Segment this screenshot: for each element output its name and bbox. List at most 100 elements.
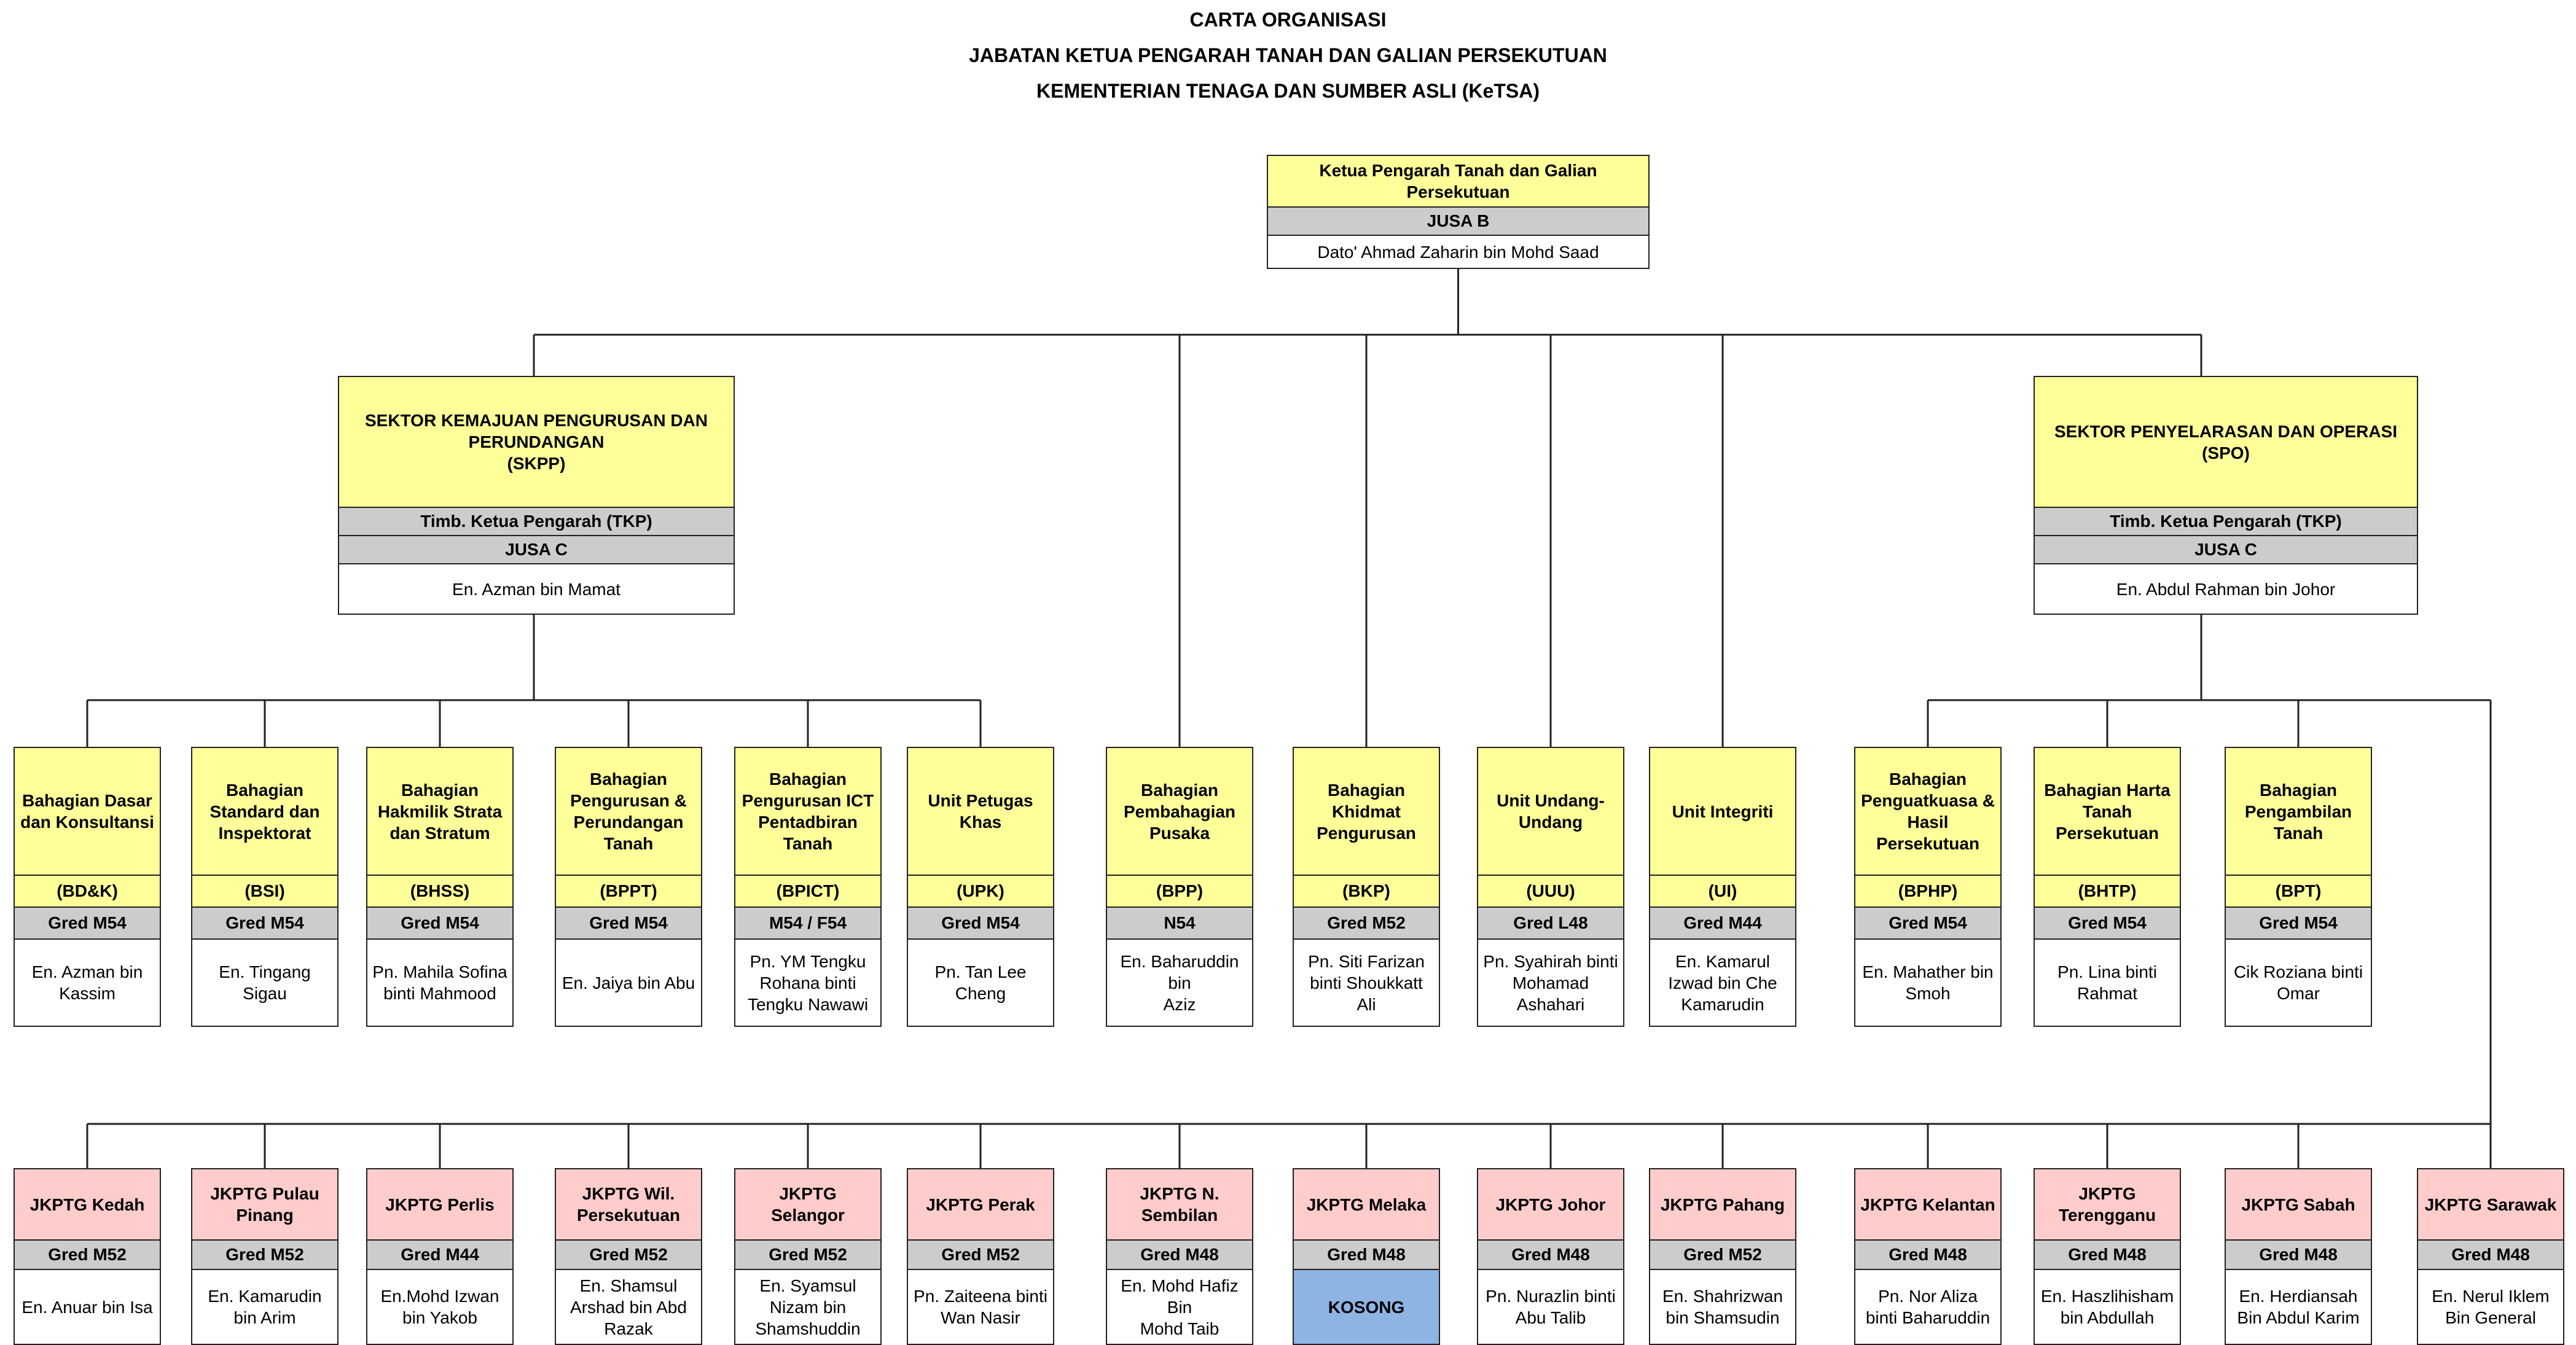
division-officer-name: En. Azman bin Kassim [15,940,160,1026]
division-title: Unit Integriti [1650,748,1795,876]
state-office-title: JKPTG Perlis [367,1169,512,1241]
division-code: (BPT) [2226,876,2371,908]
division-code: (UPK) [908,876,1053,908]
division-code: (UUU) [1478,876,1623,908]
division-title: Bahagian Pengambilan Tanah [2226,748,2371,876]
state-office-officer-name: En. Haszlihisham bin Abdullah [2035,1270,2180,1344]
state-office-title: JKPTG Kedah [15,1169,160,1241]
department-title: JABATAN KETUA PENGARAH TANAH DAN GALIAN … [969,44,1607,66]
division-code: (BPPT) [556,876,701,908]
division-box-8: Bahagian Khidmat Pengurusan(BKP)Gred M52… [1293,747,1440,1027]
state-office-officer-name: En. Shahrizwan bin Shamsudin [1650,1270,1795,1344]
state-office-grade: Gred M48 [1855,1241,2000,1270]
state-office-officer-name: Pn. Nor Aliza binti Baharuddin [1855,1270,2000,1344]
division-code: (UI) [1650,876,1795,908]
division-title: Bahagian Hakmilik Strata dan Stratum [367,748,512,876]
division-grade: Gred M54 [192,908,337,940]
division-grade: Gred M54 [15,908,160,940]
state-office-grade: Gred M48 [2226,1241,2371,1270]
division-title: Bahagian Harta Tanah Persekutuan [2035,748,2180,876]
director-general-box: Ketua Pengarah Tanah dan Galian Persekut… [1267,155,1650,269]
division-title: Bahagian Pengurusan ICT Pentadbiran Tana… [735,748,880,876]
state-office-grade: Gred M52 [1650,1241,1795,1270]
state-office-title: JKPTG Kelantan [1855,1169,2000,1241]
state-office-title: JKPTG Sabah [2226,1169,2371,1241]
division-box-11: Bahagian Penguatkuasa & Hasil Persekutua… [1854,747,2002,1027]
division-code: (BPP) [1107,876,1252,908]
division-officer-name: En. Kamarul Izwad bin Che Kamarudin [1650,940,1795,1026]
division-grade: Gred M54 [908,908,1053,940]
division-box-5: Bahagian Pengurusan ICT Pentadbiran Tana… [734,747,882,1027]
sector-box-1: SEKTOR KEMAJUAN PENGURUSAN DAN PERUNDANG… [338,376,735,615]
division-officer-name: Pn. Siti Farizan binti Shoukkatt Ali [1294,940,1439,1026]
division-code: (BHTP) [2035,876,2180,908]
division-grade: Gred M54 [1855,908,2000,940]
state-office-title: JKPTG Terengganu [2035,1169,2180,1241]
division-code: (BD&K) [15,876,160,908]
state-office-officer-name: En. Kamarudin bin Arim [192,1270,337,1344]
division-title: Bahagian Pengurusan & Perundangan Tanah [556,748,701,876]
division-code: (BHSS) [367,876,512,908]
director-general-grade: JUSA B [1268,208,1648,236]
division-grade: Gred M54 [367,908,512,940]
state-office-grade: Gred M48 [2035,1241,2180,1270]
division-officer-name: En. Jaiya bin Abu [556,940,701,1026]
division-box-2: Bahagian Standard dan Inspektorat(BSI)Gr… [191,747,339,1027]
division-box-3: Bahagian Hakmilik Strata dan Stratum(BHS… [366,747,514,1027]
division-officer-name: Pn. Syahirah binti Mohamad Ashahari [1478,940,1623,1026]
sector-title: SEKTOR KEMAJUAN PENGURUSAN DAN PERUNDANG… [339,377,734,508]
state-office-officer-name: Pn. Zaiteena binti Wan Nasir [908,1270,1053,1344]
state-office-officer-name: En. Shamsul Arshad bin Abd Razak [556,1270,701,1344]
division-grade: Gred L48 [1478,908,1623,940]
state-office-grade: Gred M48 [1294,1241,1439,1270]
state-office-grade: Gred M52 [15,1241,160,1270]
vacant-post-label: KOSONG [1294,1270,1439,1344]
state-office-grade: Gred M48 [1107,1241,1252,1270]
sector-officer-name: En. Azman bin Mamat [339,564,734,614]
division-code: (BPHP) [1855,876,2000,908]
state-office-title: JKPTG Sarawak [2418,1169,2563,1241]
sector-officer-name: En. Abdul Rahman bin Johor [2035,564,2417,614]
division-grade: Gred M54 [2035,908,2180,940]
sector-grade: JUSA C [2035,536,2417,564]
division-officer-name: En. Mahather bin Smoh [1855,940,2000,1026]
state-office-officer-name: Pn. Nurazlin binti Abu Talib [1478,1270,1623,1344]
sector-title: SEKTOR PENYELARASAN DAN OPERASI (SPO) [2035,377,2417,508]
division-grade: Gred M44 [1650,908,1795,940]
state-office-title: JKPTG Pahang [1650,1169,1795,1241]
state-office-grade: Gred M44 [367,1241,512,1270]
division-officer-name: Pn. Tan Lee Cheng [908,940,1053,1026]
ministry-title: KEMENTERIAN TENAGA DAN SUMBER ASLI (KeTS… [1036,80,1540,102]
state-office-officer-name: En. Syamsul Nizam bin Shamshuddin [735,1270,880,1344]
director-general-title: Ketua Pengarah Tanah dan Galian Persekut… [1268,156,1648,208]
state-office-grade: Gred M52 [556,1241,701,1270]
state-office-grade: Gred M52 [735,1241,880,1270]
division-code: (BPICT) [735,876,880,908]
division-code: (BSI) [192,876,337,908]
sector-grade: JUSA C [339,536,734,564]
director-general-name: Dato' Ahmad Zaharin bin Mohd Saad [1268,236,1648,268]
division-officer-name: Pn. YM Tengku Rohana binti Tengku Nawawi [735,940,880,1026]
state-office-officer-name: En. Nerul Iklem Bin General [2418,1270,2563,1344]
state-office-grade: Gred M48 [2418,1241,2563,1270]
state-office-officer-name: En.Mohd Izwan bin Yakob [367,1270,512,1344]
chart-title: CARTA ORGANISASI [1189,9,1387,31]
division-officer-name: En. Tingang Sigau [192,940,337,1026]
division-officer-name: Cik Roziana binti Omar [2226,940,2371,1026]
division-code: (BKP) [1294,876,1439,908]
division-box-1: Bahagian Dasar dan Konsultansi(BD&K)Gred… [14,747,161,1027]
